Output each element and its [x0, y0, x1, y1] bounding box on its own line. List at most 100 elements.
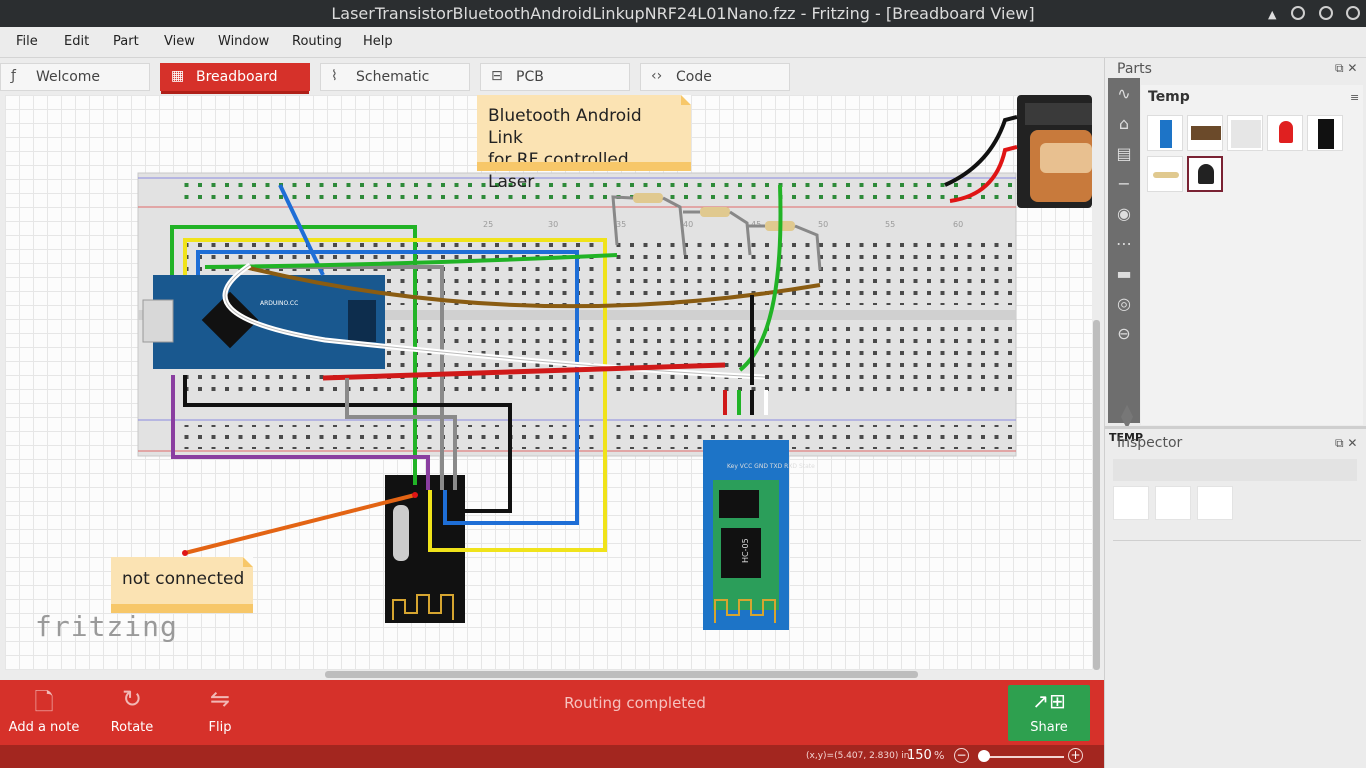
bin-button-icon[interactable]: ◉: [1117, 204, 1131, 223]
breadboard-canvas[interactable]: 25 30 35 40 45 50 55 60: [5, 95, 1092, 670]
menu-view[interactable]: View: [164, 34, 195, 49]
part-resistor[interactable]: [1147, 156, 1183, 192]
column-number: 50: [818, 220, 828, 229]
maximize-button[interactable]: [1319, 6, 1333, 20]
routing-status: Routing completed: [564, 694, 706, 712]
zoom-level[interactable]: 150: [907, 748, 932, 763]
pcb-icon: ⊟: [491, 68, 503, 84]
part-thumbnail: [1318, 119, 1334, 149]
bottom-toolbar: 🗋 Add a note ↻ Rotate ⇋ Flip Routing com…: [0, 680, 1104, 745]
bin-connector-icon[interactable]: ⊖: [1117, 324, 1131, 343]
part-red-led[interactable]: [1267, 115, 1303, 151]
column-number: 25: [483, 220, 493, 229]
share-icon: ↗⊞: [1032, 689, 1066, 713]
cursor-coordinates: (x,y)=(5.407, 2.830) in: [806, 751, 910, 761]
bin-mine-icon[interactable]: ⌂: [1118, 114, 1130, 133]
bin-scroll-up-icon[interactable]: ▲: [1120, 400, 1134, 419]
bin-wireless-icon[interactable]: ◎: [1117, 294, 1131, 313]
note-bar: [477, 162, 691, 171]
part-arduino-nano[interactable]: [1147, 115, 1183, 151]
menu-help[interactable]: Help: [363, 34, 393, 49]
menu-part[interactable]: Part: [113, 34, 139, 49]
column-number: 35: [616, 220, 626, 229]
bin-resistor-icon[interactable]: −: [1117, 174, 1131, 193]
inspector-pcb-image: [1197, 486, 1233, 520]
part-thumbnail: [1160, 120, 1172, 148]
code-icon: ‹›: [651, 68, 663, 84]
breadboard[interactable]: 25 30 35 40 45 50 55 60: [137, 172, 1017, 457]
bin-ic-icon[interactable]: ▤: [1116, 144, 1132, 163]
flip-button[interactable]: ⇋ Flip: [180, 680, 260, 745]
parts-panel-title: Parts: [1117, 61, 1152, 77]
note-bar: [111, 604, 253, 613]
minimize-button[interactable]: [1291, 6, 1305, 20]
resistor[interactable]: [633, 193, 795, 231]
window-title: LaserTransistorBluetoothAndroidLinkupNRF…: [331, 4, 1035, 23]
bin-scroll-down-icon[interactable]: ▼: [1120, 412, 1134, 431]
zoom-out-button[interactable]: −: [954, 748, 969, 763]
battery-pack[interactable]: [1017, 95, 1092, 208]
part-thumbnail: [1191, 126, 1221, 140]
circuit-drawing[interactable]: 25 30 35 40 45 50 55 60: [5, 95, 1092, 670]
menu-edit[interactable]: Edit: [64, 34, 90, 49]
vertical-scrollbar[interactable]: [1092, 95, 1101, 670]
menu-window[interactable]: Window: [218, 34, 270, 49]
hc05-module[interactable]: HC-05: [703, 440, 789, 630]
menu-bar: File Edit Part View Window Routing Help: [0, 27, 1366, 58]
share-label: Share: [1030, 720, 1068, 735]
part-thumbnail: [1231, 120, 1261, 148]
column-number: 40: [683, 220, 693, 229]
tab-welcome[interactable]: ƒ Welcome: [0, 63, 150, 91]
part-battery[interactable]: [1187, 115, 1223, 151]
tab-code-label: Code: [676, 69, 712, 85]
tab-pcb[interactable]: ⊟ PCB: [480, 63, 630, 91]
tab-breadboard-label: Breadboard: [196, 69, 278, 85]
close-button[interactable]: [1346, 6, 1360, 20]
work-area: ƒ Welcome ▦ Breadboard ⌇ Schematic ⊟ PCB…: [0, 58, 1104, 768]
zoom-slider-handle[interactable]: [978, 750, 990, 762]
part-transistor[interactable]: [1187, 156, 1223, 192]
tab-breadboard[interactable]: ▦ Breadboard: [160, 63, 310, 94]
inspector-float-close-icon[interactable]: ⧉ ✕: [1335, 436, 1358, 450]
zoom-in-button[interactable]: +: [1068, 748, 1083, 763]
panel-float-close-icon[interactable]: ⧉ ✕: [1335, 61, 1358, 75]
part-breadboard[interactable]: [1227, 115, 1263, 151]
menu-file[interactable]: File: [16, 34, 38, 49]
part-nrf24l01[interactable]: [1307, 115, 1343, 151]
menu-routing[interactable]: Routing: [292, 34, 342, 49]
bin-temp-label[interactable]: TEMP: [1109, 431, 1144, 444]
arduino-nano[interactable]: ARDUINO.CC: [142, 275, 385, 369]
inspector-title-field[interactable]: [1113, 459, 1357, 481]
window-titlebar: LaserTransistorBluetoothAndroidLinkupNRF…: [0, 0, 1366, 27]
rotate-icon: ↻: [121, 685, 143, 713]
inspector-divider: [1113, 540, 1361, 541]
bin-menu-icon[interactable]: ≡: [1350, 91, 1360, 104]
column-number: 55: [885, 220, 895, 229]
horizontal-scrollbar[interactable]: [5, 670, 1092, 680]
window-shade-icon[interactable]: ▲: [1268, 8, 1277, 21]
note-line-1: Bluetooth Android Link: [488, 106, 642, 148]
parts-bin-list: ∿ ⌂ ▤ − ◉ ⋯ ▬ ◎ ⊖: [1108, 78, 1140, 423]
part-thumbnail: [1198, 164, 1214, 184]
note-not-connected[interactable]: not connected: [111, 557, 253, 613]
scroll-thumb[interactable]: [1093, 320, 1100, 670]
panel-splitter[interactable]: [1105, 426, 1366, 429]
rotate-button[interactable]: ↻ Rotate: [92, 680, 172, 745]
bin-more-icon[interactable]: ⋯: [1116, 234, 1132, 253]
f-logo-icon: ƒ: [11, 68, 16, 84]
share-button[interactable]: ↗⊞ Share: [1008, 685, 1090, 741]
bin-title: Temp: [1148, 89, 1190, 105]
tab-code[interactable]: ‹› Code: [640, 63, 790, 91]
column-number: 60: [953, 220, 963, 229]
bin-chip-icon[interactable]: ▬: [1116, 264, 1132, 283]
bin-core-icon[interactable]: ∿: [1117, 84, 1131, 103]
note-bluetooth[interactable]: Bluetooth Android Link for RF controlled…: [477, 95, 691, 192]
tab-schematic[interactable]: ⌇ Schematic: [320, 63, 470, 91]
flip-icon: ⇋: [209, 685, 231, 713]
tab-schematic-label: Schematic: [356, 69, 430, 85]
part-thumbnail: [1153, 172, 1179, 178]
zoom-slider[interactable]: [980, 756, 1064, 758]
scroll-thumb[interactable]: [325, 671, 918, 678]
note-line-2: for RF controlled Laser: [488, 150, 629, 192]
add-note-button[interactable]: 🗋 Add a note: [4, 680, 84, 745]
